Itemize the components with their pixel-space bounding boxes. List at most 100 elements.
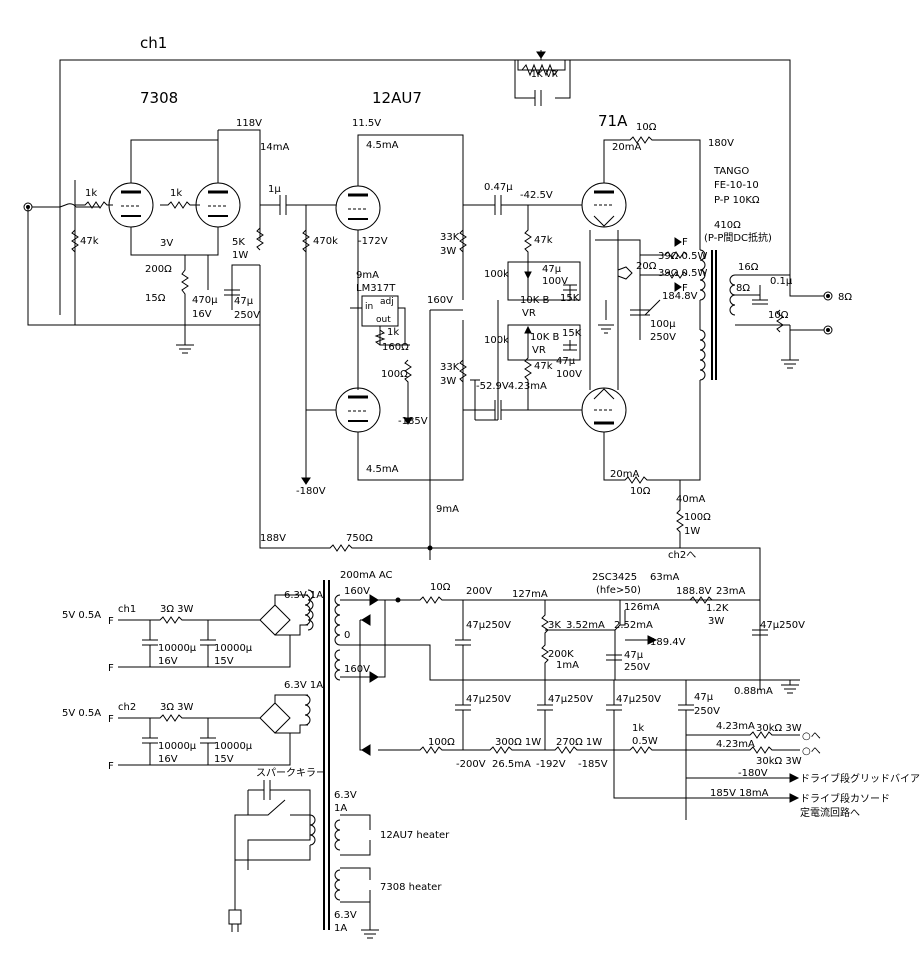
tube-7308-b-icon: [195, 182, 241, 228]
ps-cap-47-250: 47μ250V: [760, 620, 805, 631]
op-plate-r-top: 10Ω: [636, 122, 657, 133]
pin-adj: adj: [380, 297, 394, 307]
rail-188: 188V: [260, 533, 286, 544]
reg-r1: 1k: [387, 327, 399, 338]
ps-i-1ma: 1mA: [556, 660, 579, 671]
ps-i-126: 126mA: [624, 602, 660, 613]
op-pot-top-vr: VR: [522, 308, 536, 319]
op-plate-i-bot: 20mA: [610, 469, 639, 480]
ps-cap-neg-4: 47μ: [694, 692, 714, 703]
ps-r-12k-w: 3W: [708, 616, 724, 627]
xfmr-tap-16: 16Ω: [738, 262, 759, 273]
xfmr-out-label: 8Ω: [838, 292, 852, 303]
ps-i-423b: 4.23mA: [716, 739, 755, 750]
ps-to-cathode-2: 定電流回路へ: [800, 806, 860, 819]
hv-winding: 200mA AC: [340, 570, 393, 581]
op-pot-bot: 10K B: [530, 332, 559, 343]
xfmr-ratio: P-P 10KΩ: [714, 195, 760, 206]
spark-killer-label: スパークキラー: [256, 767, 326, 779]
heater-ch2-r: 3Ω 3W: [160, 702, 194, 713]
ps-v-neg-200: -200V: [456, 759, 486, 770]
ps-r-10: 10Ω: [430, 582, 451, 593]
ps-i-127: 127mA: [512, 589, 548, 600]
xfmr-b-plus: 180V: [708, 138, 734, 149]
ps-o-b: ○へ: [802, 746, 821, 757]
heater-ch1-c1: 10000μ: [158, 643, 197, 654]
cathode-r-label: 200Ω: [145, 264, 172, 275]
op-fil-f1: F: [682, 237, 688, 248]
vr-label: 1K VR: [531, 70, 558, 80]
ps-current-bot: 4.5mA: [366, 464, 399, 475]
op-bias-r-top: 100k: [484, 269, 509, 280]
ps-v-neg-185: -185V: [578, 759, 608, 770]
plate-r-w: 1W: [232, 250, 248, 261]
ps-r-12k: 1.2K: [706, 603, 729, 614]
heater-h1-v: 6.3V: [334, 790, 357, 801]
supply-160: 160V: [427, 295, 453, 306]
decoup-cap-label: 47μ: [234, 296, 254, 307]
op-pot-bot-vr: VR: [532, 345, 546, 356]
ps-i-265: 26.5mA: [492, 759, 531, 770]
op-grid-r-bot: 47k: [534, 361, 553, 372]
plate-r-label: 5K: [232, 237, 245, 248]
reg-r3: 100Ω: [381, 369, 408, 380]
ps-plate-v: 11.5V: [352, 118, 381, 129]
transistor-label: 2SC3425: [592, 572, 637, 583]
ps-r-neg-300: 300Ω 1W: [495, 737, 541, 748]
heater-ch2-f2: F: [108, 761, 114, 772]
op-cathode-cap: 100μ: [650, 319, 676, 330]
tail-current: 9mA: [436, 504, 459, 515]
load-r-top: 33K: [440, 232, 460, 243]
op-pot-top: 10K B: [520, 295, 549, 306]
op-filament-pot: 20Ω: [636, 261, 657, 272]
ps-v-1894: 189.4V: [650, 637, 686, 648]
op-plate-i-top: 20mA: [612, 142, 641, 153]
ps-cap-neg-3: 47μ250V: [616, 694, 661, 705]
op-15k-top: 15K: [560, 293, 580, 304]
total-current: 40mA: [676, 494, 705, 505]
ps-cathode-v: -172V: [358, 236, 388, 247]
ps-v-200: 200V: [466, 586, 492, 597]
heater-ch1-r: 3Ω 3W: [160, 604, 194, 615]
heater-ch1-c2: 10000μ: [214, 643, 253, 654]
op-bias-cap-bot: 47μ: [556, 356, 576, 367]
ps-cap-neg-2: 47μ250V: [548, 694, 593, 705]
tube-7308-a-icon: [108, 182, 154, 228]
hv-zero: 0: [344, 630, 350, 641]
cathode-v-label: 3V: [160, 238, 173, 249]
heater-ch1-f1: F: [108, 616, 114, 627]
ps-grid-r: 470k: [313, 236, 338, 247]
heater-ch1-c1-v: 16V: [158, 656, 178, 667]
ps-r-neg-1k-w: 0.5W: [632, 736, 658, 747]
power-supply: [307, 580, 800, 930]
heater-ch2-f1: F: [108, 714, 114, 725]
heater-ch1-spec: 5V 0.5A: [62, 610, 101, 621]
ps-r-3k: 3K: [548, 620, 561, 631]
xfmr-cap: 0.1μ: [770, 276, 793, 287]
op-grid-v-bot: -52.9V: [476, 381, 509, 392]
heater-ch2-c2-v: 15V: [214, 754, 234, 765]
input-stage: [23, 129, 330, 354]
tube-12au7-bot-icon: [335, 387, 381, 433]
heater-ch2-c1-v: 16V: [158, 754, 178, 765]
ch1-heading: ch1: [140, 34, 167, 52]
op-bias-cap-top-v: 100V: [542, 276, 568, 287]
op-grid-v-top: -42.5V: [520, 190, 553, 201]
phase-splitter: [301, 134, 467, 560]
xfmr-dcr-note: (P-P間DC抵抗): [704, 231, 772, 244]
op-fil-r2: 39Ω 0.5W: [658, 268, 707, 279]
ps-v-185-18: 185V 18mA: [710, 788, 769, 799]
heater-ch2-label: ch2: [118, 702, 136, 713]
heater-ch2-c1: 10000μ: [158, 741, 197, 752]
ps-to-cathode: ドライブ段カソード: [800, 792, 890, 805]
tube-12au7-label: 12AU7: [372, 89, 422, 107]
link-current: 63mA: [650, 572, 679, 583]
input-current: 14mA: [260, 142, 289, 153]
heater-h1-name: 12AU7 heater: [380, 830, 450, 841]
b-plus-rail: [259, 265, 761, 690]
ps-cap-q-v: 250V: [624, 662, 650, 673]
xfmr-fb-r: 10Ω: [768, 310, 789, 321]
coupling-cap-label: 1μ: [268, 184, 281, 195]
tube-71a-label: 71A: [598, 112, 628, 130]
